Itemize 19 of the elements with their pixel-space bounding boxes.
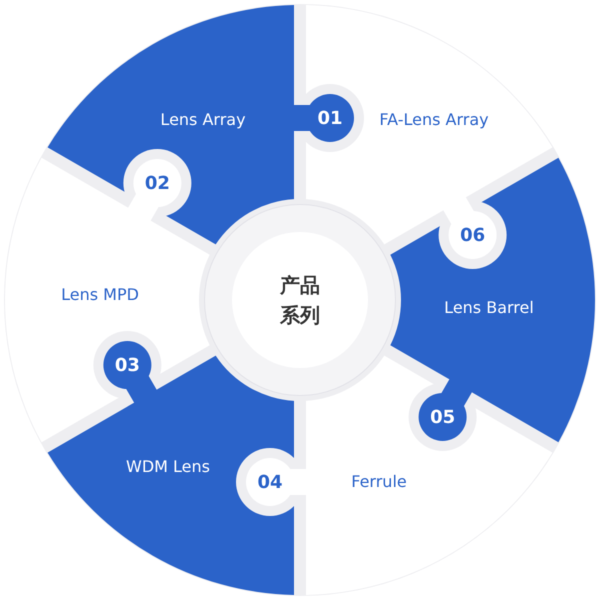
step-number: 02 (144, 173, 170, 196)
sector-label: Lens MPD (61, 285, 139, 305)
step-number: 06 (460, 224, 486, 247)
ring-sector (390, 157, 595, 443)
sector-label: WDM Lens (126, 457, 210, 477)
step-number: 04 (257, 472, 283, 494)
step-number: 05 (430, 406, 456, 429)
ring-sector (47, 355, 295, 595)
number-badge (418, 392, 467, 441)
sector-label: Lens Barrel (444, 298, 534, 318)
ring-sector (305, 5, 553, 245)
sector-label: Lens Array (160, 110, 246, 130)
step-number: 03 (114, 355, 140, 378)
number-badge (133, 159, 182, 208)
sector-label: FA-Lens Array (379, 110, 489, 130)
sector-label: Ferrule (351, 472, 407, 492)
center-title: 产品系列 (278, 272, 321, 329)
ring-sector (5, 157, 210, 443)
step-number: 01 (317, 108, 343, 130)
